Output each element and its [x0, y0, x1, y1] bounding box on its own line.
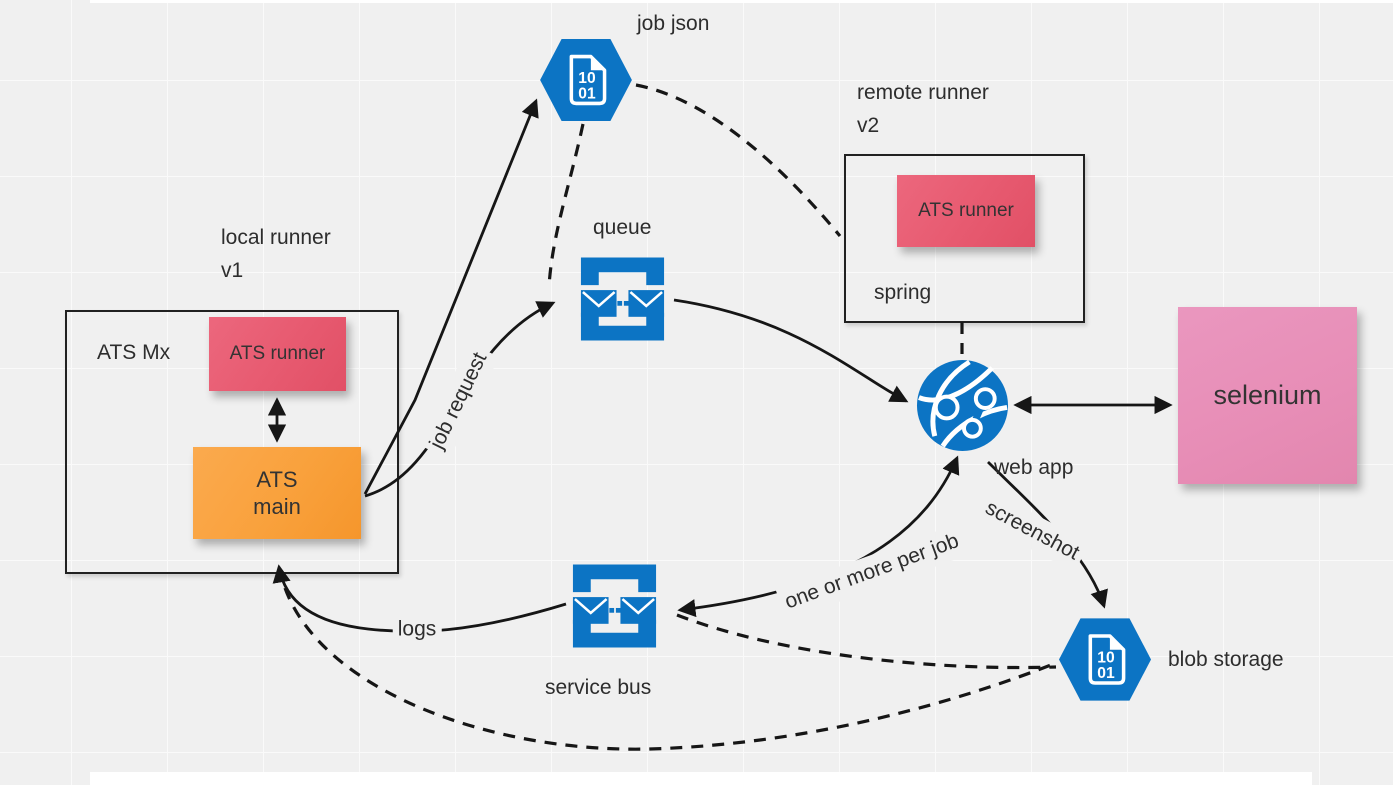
blob-storage-icon[interactable]: 10 01 [1058, 617, 1152, 702]
sticky-ats-runner-local[interactable]: ATS runner [209, 317, 346, 391]
remote-runner-group-box[interactable] [844, 154, 1085, 323]
queue-icon[interactable] [575, 253, 670, 345]
sticky-ats-main[interactable]: ATS main [193, 447, 361, 539]
web-app-globe-icon[interactable] [915, 358, 1010, 453]
sticky-ats-runner-remote[interactable]: ATS runner [897, 175, 1035, 247]
blob-storage-label: blob storage [1168, 648, 1284, 671]
queue-label: queue [593, 216, 652, 239]
svg-text:01: 01 [578, 86, 596, 103]
sticky-selenium[interactable]: selenium [1178, 307, 1357, 484]
edge-one-or-more-per-job[interactable] [677, 455, 960, 618]
sticky-ats-main-label: ATS main [253, 466, 301, 520]
edge-blob-to-servicebus-dashed[interactable] [676, 613, 1057, 670]
json-document-icon[interactable]: 10 01 [539, 38, 633, 122]
edge-logs[interactable] [272, 564, 567, 633]
edge-blob-to-localrunner-dashed[interactable] [283, 587, 1057, 751]
svg-text:10: 10 [1097, 649, 1115, 666]
logs-edge-label: logs [392, 613, 442, 647]
page-edge-top [90, 0, 1393, 3]
spring-label: spring [874, 281, 932, 304]
ats-mx-label: ATS Mx [97, 341, 171, 364]
page-edge-bottom [90, 772, 1312, 785]
edge-queue-to-webapp[interactable] [673, 298, 909, 403]
job-json-label: job json [637, 12, 710, 35]
svg-text:01: 01 [1097, 665, 1115, 682]
edge-jobjson-to-remote-dashed[interactable] [635, 83, 842, 238]
edge-jobjson-to-queue-dashed[interactable] [547, 123, 585, 288]
edge-atsmain-to-jobjson[interactable] [363, 98, 539, 495]
sticky-ats-runner-local-label: ATS runner [229, 343, 326, 364]
sticky-ats-runner-remote-label: ATS runner [918, 200, 1014, 221]
local-runner-group-box[interactable] [65, 310, 399, 574]
svg-text:10: 10 [578, 70, 596, 87]
service-bus-label: service bus [545, 676, 652, 699]
service-bus-icon[interactable] [567, 560, 662, 652]
sticky-selenium-label: selenium [1213, 380, 1322, 410]
web-app-label: web app [994, 456, 1074, 479]
